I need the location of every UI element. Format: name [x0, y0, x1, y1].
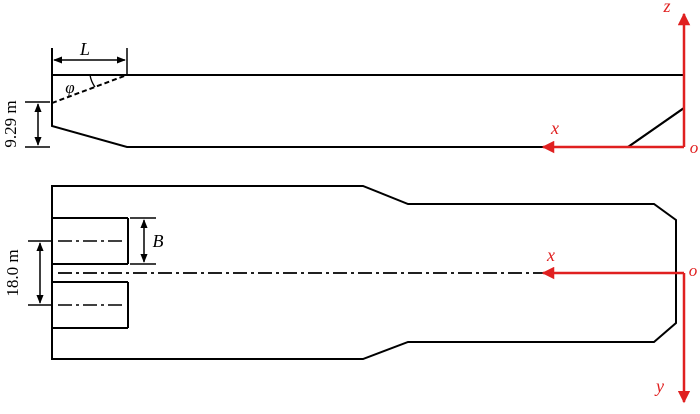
- height-label: 9.29 m: [1, 100, 20, 147]
- angle-arc: [89, 74, 96, 88]
- top-hull-outline: [51, 185, 677, 360]
- top-axes: [541, 266, 691, 404]
- top-view: [28, 185, 677, 360]
- side-view: [25, 48, 685, 148]
- top-origin-label: o: [689, 261, 698, 280]
- side-axes: [541, 12, 691, 154]
- side-x-axis-label: x: [550, 118, 559, 138]
- span-label: 18.0 m: [3, 249, 22, 296]
- side-origin-label: o: [690, 138, 699, 157]
- top-y-axis-label: y: [654, 376, 664, 396]
- side-z-axis-label: z: [662, 0, 670, 16]
- side-bow-dashed: [51, 74, 128, 104]
- top-x-axis-label: x: [546, 245, 555, 265]
- side-hull-outline: [51, 74, 685, 148]
- length-label: L: [79, 39, 90, 59]
- side-stern-slope: [627, 107, 685, 148]
- angle-label: φ: [65, 78, 74, 97]
- width-label: B: [153, 231, 164, 251]
